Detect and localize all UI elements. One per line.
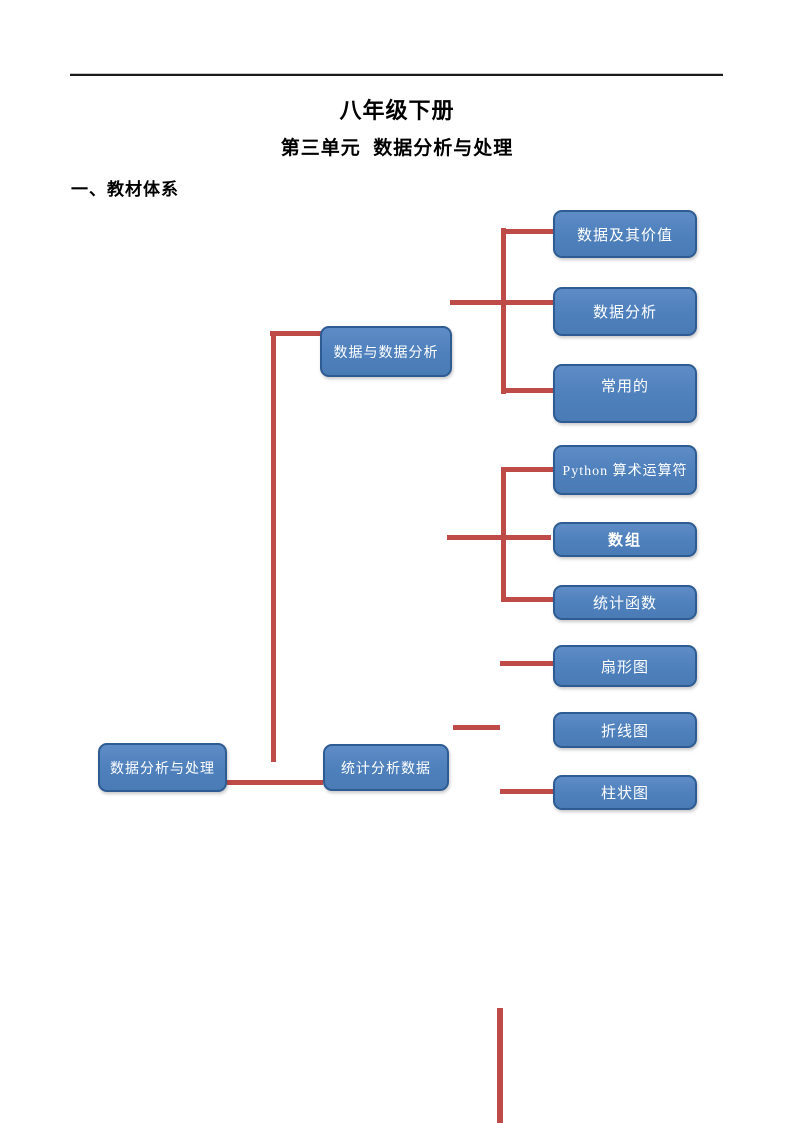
connector-trunk-vertical	[271, 331, 276, 762]
section-heading: 一、教材体系	[71, 180, 179, 199]
connector-bar-chart-stub	[500, 789, 555, 794]
connector-group2-bottom-stub	[501, 597, 553, 602]
node-array: 数组	[553, 522, 697, 557]
node-pie-chart: 扇形图	[553, 645, 697, 687]
connector-pie-chart-stub	[500, 661, 553, 666]
node-data-analysis: 数据分析	[553, 287, 697, 336]
node-statistical-functions: 统计函数	[553, 585, 697, 620]
connector-group1-top-stub	[501, 229, 554, 234]
node-statistical-data-analysis: 统计分析数据	[323, 744, 449, 791]
connector-group1-vertical	[501, 228, 506, 394]
node-python-arithmetic-operators: Python 算术运算符	[553, 445, 697, 495]
connector-group2-vertical	[501, 467, 506, 602]
connector-group1-bottom-stub	[501, 388, 554, 393]
connector-trunk-stub	[270, 331, 323, 336]
node-data-and-its-value: 数据及其价值	[553, 210, 697, 258]
node-root-data-analysis-processing: 数据分析与处理	[98, 743, 227, 792]
connector-line-chart-stub	[453, 725, 500, 730]
connector-bottom-horizontal	[227, 780, 323, 785]
node-line-chart: 折线图	[553, 712, 697, 748]
page-title: 八年级下册	[339, 98, 455, 123]
page-bottom-connector-line	[497, 1008, 503, 1123]
node-commonly-used: 常用的	[553, 364, 697, 423]
unit-subtitle: 第三单元 数据分析与处理	[280, 138, 514, 159]
header-rule	[70, 73, 723, 76]
connector-group2-top-stub	[501, 467, 553, 472]
node-data-and-data-analysis: 数据与数据分析	[320, 326, 452, 377]
connector-group2-feeder	[447, 535, 551, 540]
connector-group1-feeder	[450, 300, 557, 305]
node-bar-chart: 柱状图	[553, 775, 697, 810]
